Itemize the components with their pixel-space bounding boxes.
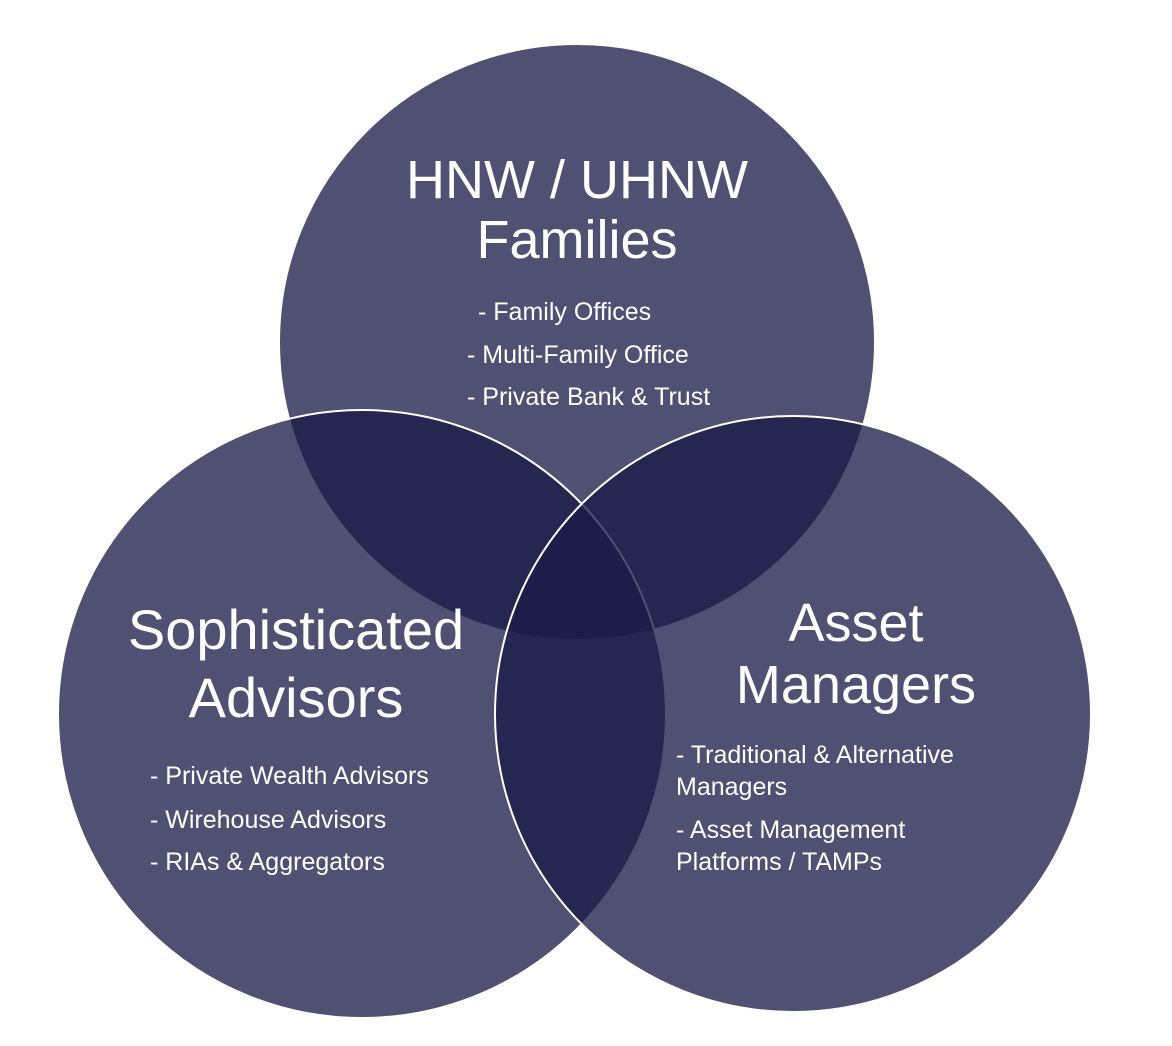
left-circle-title: Sophisticated Advisors [127, 598, 465, 729]
top-circle-item-3: - Private Bank & Trust [467, 383, 711, 411]
right-circle-item-1: - Traditional & Alternative Managers [676, 741, 954, 801]
top-circle-item-2: - Multi-Family Office [467, 341, 689, 369]
left-circle-item-2: - Wirehouse Advisors [150, 806, 387, 834]
right-circle-item-2: - Asset Management Platforms / TAMPs [676, 816, 906, 876]
right-circle-title: Asset Managers [735, 593, 977, 715]
left-circle-item-3: - RIAs & Aggregators [150, 848, 385, 876]
circle-asset-managers [494, 415, 1092, 1013]
left-circle-item-1: - Private Wealth Advisors [150, 762, 429, 790]
top-circle-item-1: - Family Offices [478, 298, 652, 326]
top-circle-title: HNW / UHNW Families [406, 150, 748, 270]
